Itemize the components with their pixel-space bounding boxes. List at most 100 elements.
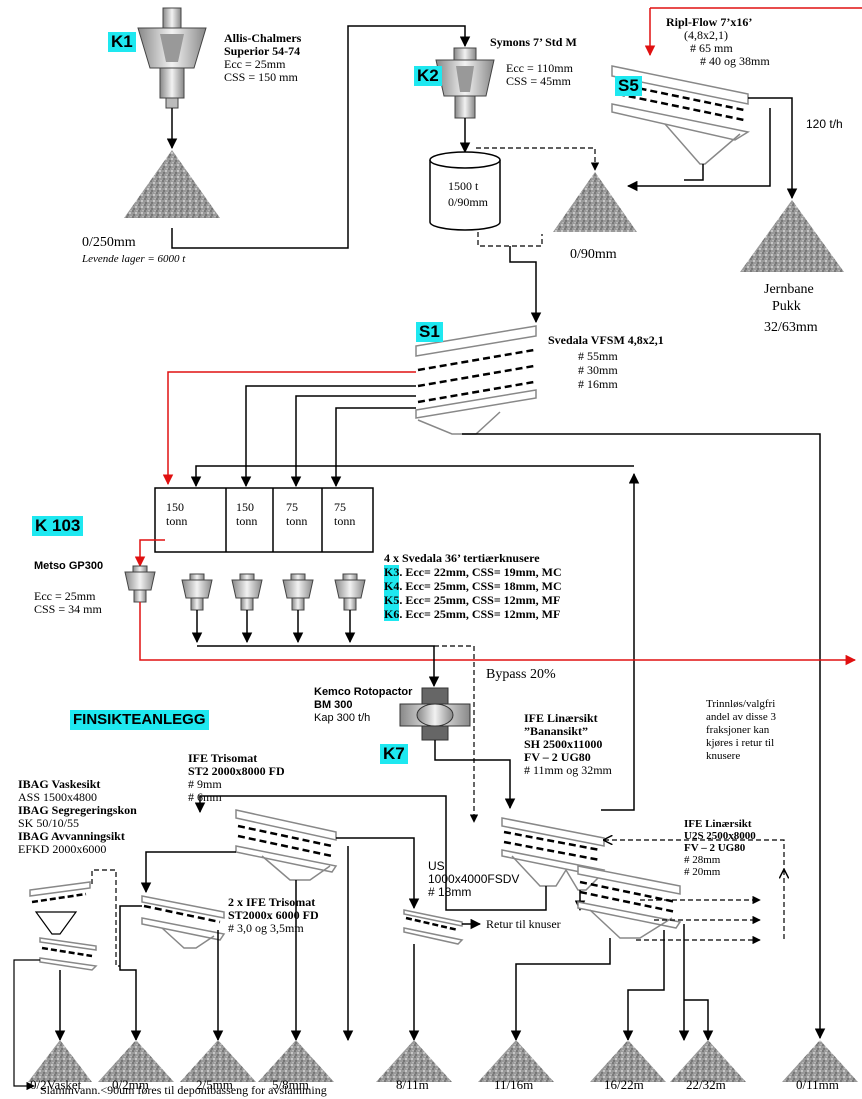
gp300-name: Metso GP300 (34, 560, 104, 572)
tertiary-row-k6: K6. Ecc= 25mm, CSS= 12mm, MF (384, 607, 561, 621)
stockpile-jernbane (740, 200, 844, 272)
s1-mesh-3: # 16mm (578, 377, 618, 391)
ibag-line-2: ASS 1500x4800 (18, 790, 98, 804)
trisomat2-line-3: # 3,0 og 3,5mm (228, 921, 304, 935)
tertiary-row-k4: K4. Ecc= 25mm, CSS= 18mm, MC (384, 579, 562, 593)
us-line-3: # 18mm (428, 885, 472, 899)
tertiary-row-k3: K3. Ecc= 22mm, CSS= 19mm, MC (384, 565, 562, 579)
product-8-11: 8/11m (396, 1077, 429, 1092)
tag-k2: K2 (414, 66, 442, 86)
tertiary-spec-k6: . Ecc= 25mm, CSS= 12mm, MF (399, 607, 561, 621)
trisomat2-line-1: 2 x IFE Trisomat (228, 895, 316, 909)
k2-name: Symons 7’ Std M (490, 35, 577, 49)
k1-name-1: Allis-Chalmers (224, 31, 302, 45)
product-0-11: 0/11mm (796, 1077, 839, 1092)
tertiary-id-k6: K6 (384, 607, 400, 621)
tertiary-spec-k5: . Ecc= 25mm, CSS= 12mm, MF (399, 593, 561, 607)
trisomat-line-2: ST2 2000x8000 FD (188, 764, 285, 778)
trisomat-st2 (235, 809, 338, 881)
tag-s5: S5 (615, 76, 642, 96)
tag-k7: K7 (380, 744, 408, 764)
product-piles (28, 1040, 858, 1082)
tag-finsikteanlegg: FINSIKTEANLEGG (70, 710, 209, 730)
u2s-line-5: # 20mm (684, 866, 721, 878)
s1-screen (415, 325, 537, 435)
ibag-line-1: IBAG Vaskesikt (18, 777, 101, 791)
bin-4-unit: tonn (334, 514, 356, 528)
product-0-2: 0/2mm (112, 1077, 149, 1092)
note-trinn-5: knusere (706, 750, 741, 762)
trisomat-line-3: # 9mm (188, 777, 222, 791)
k7-name-1: Kemco Rotopactor (314, 686, 413, 698)
tertiary-title: 4 x Svedala 36’ tertiærknusere (384, 551, 540, 565)
s5-mesh-2: # 40 og 38mm (700, 54, 770, 68)
s1-mesh-2: # 30mm (578, 363, 618, 377)
silo-capacity: 1500 t (448, 179, 479, 193)
s1-name: Svedala VFSM 4,8x2,1 (548, 333, 664, 347)
u2s-line-2: U2S 2500x8000 (684, 830, 756, 842)
tag-s1: S1 (416, 322, 443, 342)
product-0-2-vasket: 0/2Vasket (30, 1077, 82, 1092)
bin-1-capacity: 150 (166, 500, 184, 514)
rail-label-1: Jernbane (764, 282, 814, 297)
us-line-2: 1000x4000FSDV (428, 872, 520, 886)
k2-ecc: Ecc = 110mm (506, 61, 573, 75)
tertiary-spec-k3: . Ecc= 22mm, CSS= 19mm, MC (399, 565, 562, 579)
us-line-1: US (428, 859, 445, 873)
u2s-line-4: # 28mm (684, 854, 721, 866)
bypass-label: Bypass 20% (486, 667, 556, 682)
tertiary-spec-k4: . Ecc= 25mm, CSS= 18mm, MC (399, 579, 562, 593)
rail-label-3: 32/63mm (764, 320, 818, 335)
banan-line-3: SH 2500x11000 (524, 737, 603, 751)
tertiary-row-k5: K5. Ecc= 25mm, CSS= 12mm, MF (384, 593, 561, 607)
product-5-8: 5/8mm (272, 1077, 309, 1092)
silo (429, 151, 501, 231)
ife-u2s (577, 865, 682, 939)
bin-3-unit: tonn (286, 514, 308, 528)
silo-fraction: 0/90mm (448, 195, 489, 209)
s5-dims: (4,8x2,1) (684, 28, 728, 42)
trisomat-2x (141, 895, 226, 949)
gp300-ecc: Ecc = 25mm (34, 589, 96, 603)
product-16-22: 16/22m (604, 1077, 644, 1092)
k2-css: CSS = 45mm (506, 74, 571, 88)
product-2-5: 2/5mm (196, 1077, 233, 1092)
ibag-wash (29, 881, 98, 971)
slam-note: Slammvann.<90um føres til deponibasseng … (40, 1083, 327, 1097)
k7-rotopactor (399, 687, 471, 741)
product-22-32: 22/32m (686, 1077, 726, 1092)
note-trinn-2: andel av disse 3 (706, 711, 776, 723)
live-storage-label: Levende lager = 6000 t (82, 253, 186, 265)
gp300-crusher (124, 565, 156, 603)
k1-ecc: Ecc = 25mm (224, 57, 286, 71)
stockpile-0-90 (553, 172, 637, 232)
pile-090-label: 0/90mm (570, 247, 617, 262)
ibag-line-3: IBAG Segregeringskon (18, 803, 137, 817)
us-screen (403, 909, 464, 945)
k2-crusher (435, 47, 495, 119)
tag-k1: K1 (108, 32, 136, 52)
note-trinn-3: fraksjoner kan (706, 724, 770, 736)
note-trinn-4: kjøres i retur til (706, 737, 775, 749)
product-11-16: 11/16m (494, 1077, 534, 1092)
rail-label-2: Pukk (772, 299, 801, 314)
note-trinn-1: Trinnløs/valgfri (706, 698, 776, 710)
bin-4-capacity: 75 (334, 500, 346, 514)
ibag-line-5: IBAG Avvanningsikt (18, 829, 125, 843)
tertiary-id-k4: K4 (384, 579, 400, 593)
pile-k1-label: 0/250mm (82, 235, 136, 250)
trisomat-line-1: IFE Trisomat (188, 751, 258, 765)
s5-mesh-1: # 65 mm (690, 41, 733, 55)
s5-name: Ripl-Flow 7’x16’ (666, 15, 753, 29)
banan-line-4: FV – 2 UG80 (524, 750, 591, 764)
k1-crusher (137, 7, 207, 109)
bin-2-capacity: 150 (236, 500, 254, 514)
bin-3-capacity: 75 (286, 500, 298, 514)
ibag-line-6: EFKD 2000x6000 (18, 842, 107, 856)
tertiary-id-k5: K5 (384, 593, 400, 607)
banan-line-1: IFE Linærsikt (524, 711, 598, 725)
